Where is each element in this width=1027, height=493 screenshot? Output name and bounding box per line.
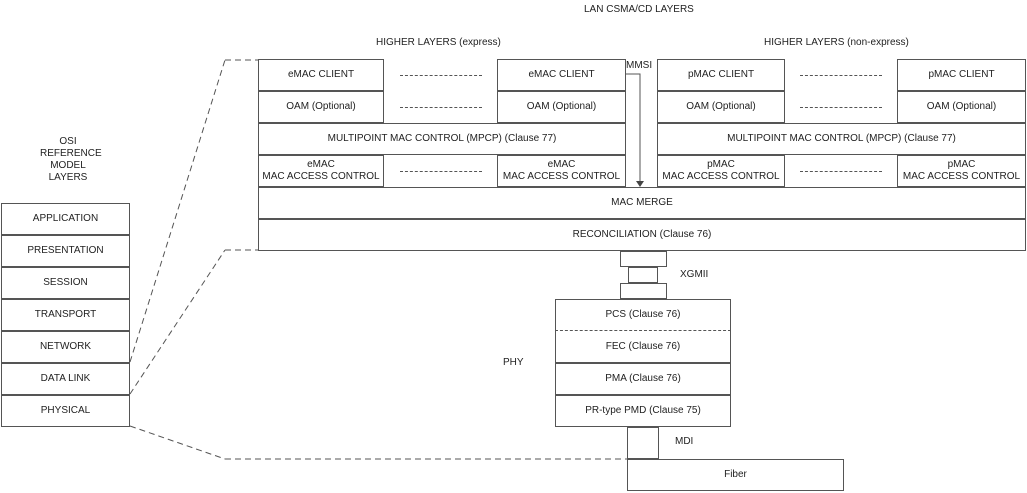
osi-heading: OSI REFERENCE MODEL LAYERS xyxy=(40,136,102,184)
pmac-client-box: pMAC CLIENT xyxy=(657,59,785,91)
osi-layer-network: NETWORK xyxy=(1,331,130,363)
reconciliation-box: RECONCILIATION (Clause 76) xyxy=(258,219,1026,251)
osi-layer-application: APPLICATION xyxy=(1,203,130,235)
pmac-access-line2: MAC ACCESS CONTROL xyxy=(662,171,780,182)
pmac-access-control-box: pMAC MAC ACCESS CONTROL xyxy=(897,155,1026,187)
osi-layer-transport: TRANSPORT xyxy=(1,299,130,331)
xgmii-label: XGMII xyxy=(680,269,709,280)
ellipsis-dash xyxy=(400,171,482,172)
mmsi-arrow xyxy=(626,73,644,187)
pmd-box: PR-type PMD (Clause 75) xyxy=(555,395,731,427)
emac-access-line2: MAC ACCESS CONTROL xyxy=(502,171,621,182)
xgmii-link xyxy=(628,267,658,283)
fec-box: FEC (Clause 76) xyxy=(555,331,731,363)
fiber-box: Fiber xyxy=(627,459,844,491)
emac-access-line1: eMAC xyxy=(547,159,576,170)
datalink-bottom-connector xyxy=(129,249,226,395)
mpcp-express-box: MULTIPOINT MAC CONTROL (MPCP) (Clause 77… xyxy=(258,123,626,155)
mmsi-label: MMSI xyxy=(626,60,653,71)
oam-box: OAM (Optional) xyxy=(657,91,785,123)
pcs-box: PCS (Clause 76) xyxy=(555,299,731,331)
ellipsis-dash xyxy=(800,107,882,108)
ellipsis-dash xyxy=(400,107,482,108)
osi-heading-line: OSI xyxy=(59,136,77,147)
mpcp-non-express-box: MULTIPOINT MAC CONTROL (MPCP) (Clause 77… xyxy=(657,123,1026,155)
pmac-access-line1: pMAC xyxy=(707,159,735,170)
oam-box: OAM (Optional) xyxy=(897,91,1026,123)
express-heading: HIGHER LAYERS (express) xyxy=(376,37,501,48)
pmac-client-box: pMAC CLIENT xyxy=(897,59,1026,91)
pmac-access-line2: MAC ACCESS CONTROL xyxy=(902,171,1021,182)
diagram-title: LAN CSMA/CD LAYERS xyxy=(584,4,694,15)
ellipsis-dash xyxy=(400,75,482,76)
phy-label: PHY xyxy=(503,357,524,368)
oam-box: OAM (Optional) xyxy=(258,91,384,123)
ellipsis-dash xyxy=(800,75,882,76)
emac-access-line1: eMAC xyxy=(307,159,335,170)
pmac-access-control-box: pMAC MAC ACCESS CONTROL xyxy=(657,155,785,187)
osi-layer-presentation: PRESENTATION xyxy=(1,235,130,267)
emac-client-box: eMAC CLIENT xyxy=(258,59,384,91)
oam-box: OAM (Optional) xyxy=(497,91,626,123)
pmac-access-line1: pMAC xyxy=(947,159,976,170)
mac-merge-box: MAC MERGE xyxy=(258,187,1026,219)
osi-layer-session: SESSION xyxy=(1,267,130,299)
mdi-label: MDI xyxy=(675,436,694,447)
emac-access-control-box: eMAC MAC ACCESS CONTROL xyxy=(497,155,626,187)
emac-client-box: eMAC CLIENT xyxy=(497,59,626,91)
mdi-connector xyxy=(627,427,659,459)
emac-access-line2: MAC ACCESS CONTROL xyxy=(262,171,380,182)
physical-connector xyxy=(129,425,226,460)
osi-layer-data-link: DATA LINK xyxy=(1,363,130,395)
xgmii-upper-block xyxy=(620,251,667,267)
emac-access-control-box: eMAC MAC ACCESS CONTROL xyxy=(258,155,384,187)
datalink-top-connector xyxy=(129,59,226,363)
osi-heading-line: MODEL xyxy=(50,160,86,171)
xgmii-lower-block xyxy=(620,283,667,299)
pma-box: PMA (Clause 76) xyxy=(555,363,731,395)
non-express-heading: HIGHER LAYERS (non-express) xyxy=(764,37,909,48)
osi-layer-physical: PHYSICAL xyxy=(1,395,130,427)
ellipsis-dash xyxy=(800,171,882,172)
osi-heading-line: LAYERS xyxy=(48,172,88,183)
osi-heading-line: REFERENCE xyxy=(40,148,102,159)
